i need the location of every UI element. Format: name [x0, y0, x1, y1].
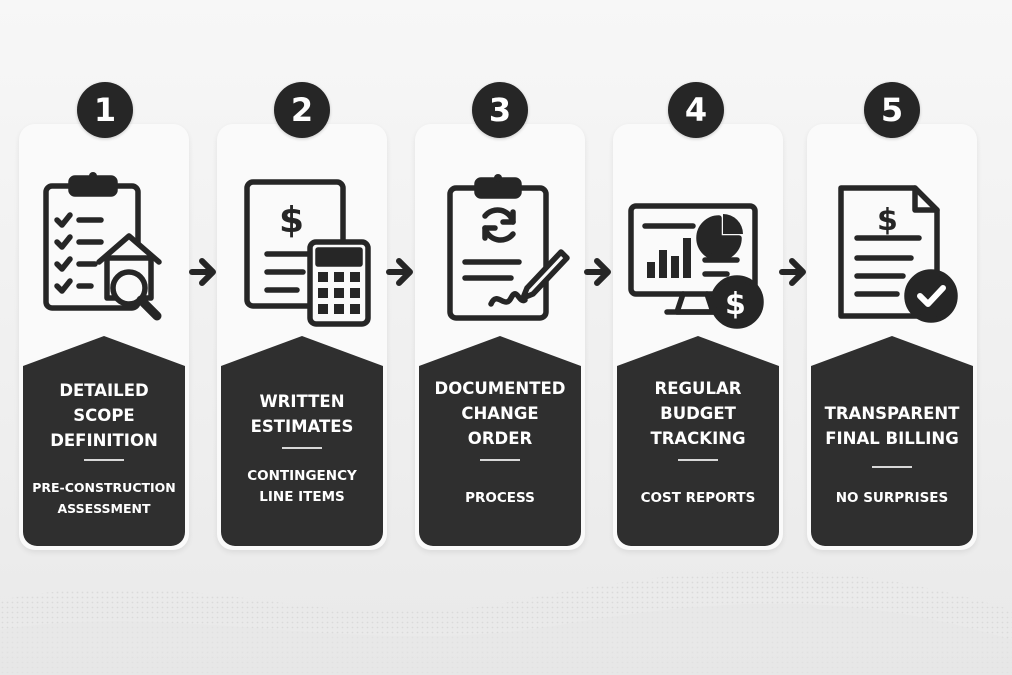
clipboard-house-search-icon — [19, 170, 189, 340]
divider — [84, 459, 124, 461]
step-panel-4: Regular Budget Tracking Cost Reports — [617, 336, 779, 546]
step-number-badge-4: 4 — [668, 82, 724, 138]
step-number-badge-5: 5 — [864, 82, 920, 138]
step-card-3: Documented Change Order Process — [415, 124, 585, 550]
clipboard-signature-icon — [415, 170, 585, 340]
step-subtitle: No Surprises — [835, 490, 949, 506]
arrow-right-icon — [189, 258, 216, 286]
invoice-calculator-icon: $ — [217, 170, 387, 340]
step-subtitle: Cost Reports — [640, 490, 756, 506]
step-card-4: $ Regular Budget Tracking Cost Reports — [613, 124, 783, 550]
step-panel-1: Detailed Scope Definition Pre-Constructi… — [23, 336, 185, 546]
step-title: Regular Budget Tracking — [650, 379, 746, 448]
step-number-badge-3: 3 — [472, 82, 528, 138]
monitor-chart-dollar-icon: $ — [613, 170, 783, 340]
step-card-1: Detailed Scope Definition Pre-Constructi… — [19, 124, 189, 550]
svg-text:$: $ — [725, 287, 746, 322]
step-panel-2: Written Estimates Contingency Line Items — [221, 336, 383, 546]
arrow-right-icon — [779, 258, 806, 286]
step-title: Detailed Scope Definition — [50, 381, 158, 450]
step-subtitle: Pre-Construction Assessment — [32, 480, 176, 516]
step-number-badge-2: 2 — [274, 82, 330, 138]
step-panel-3: Documented Change Order Process — [419, 336, 581, 546]
step-title: Transparent Final Billing — [824, 404, 960, 448]
divider — [872, 466, 912, 468]
step-title: Documented Change Order — [434, 379, 566, 448]
svg-text:$: $ — [279, 200, 304, 241]
step-panel-5: Transparent Final Billing No Surprises — [811, 336, 973, 546]
step-card-2: $ Written Estimates Contingency Line Ite… — [217, 124, 387, 550]
step-subtitle: Process — [465, 490, 535, 506]
divider — [678, 459, 718, 461]
step-number-badge-1: 1 — [77, 82, 133, 138]
step-card-5: $ Transparent Final Billing No Surprises — [807, 124, 977, 550]
arrow-right-icon — [584, 258, 611, 286]
invoice-checkmark-icon: $ — [807, 170, 977, 340]
divider — [282, 447, 322, 449]
arrow-right-icon — [386, 258, 413, 286]
svg-text:$: $ — [877, 203, 898, 238]
step-subtitle: Contingency Line Items — [247, 468, 357, 505]
divider — [480, 459, 520, 461]
step-title: Written Estimates — [250, 392, 354, 436]
